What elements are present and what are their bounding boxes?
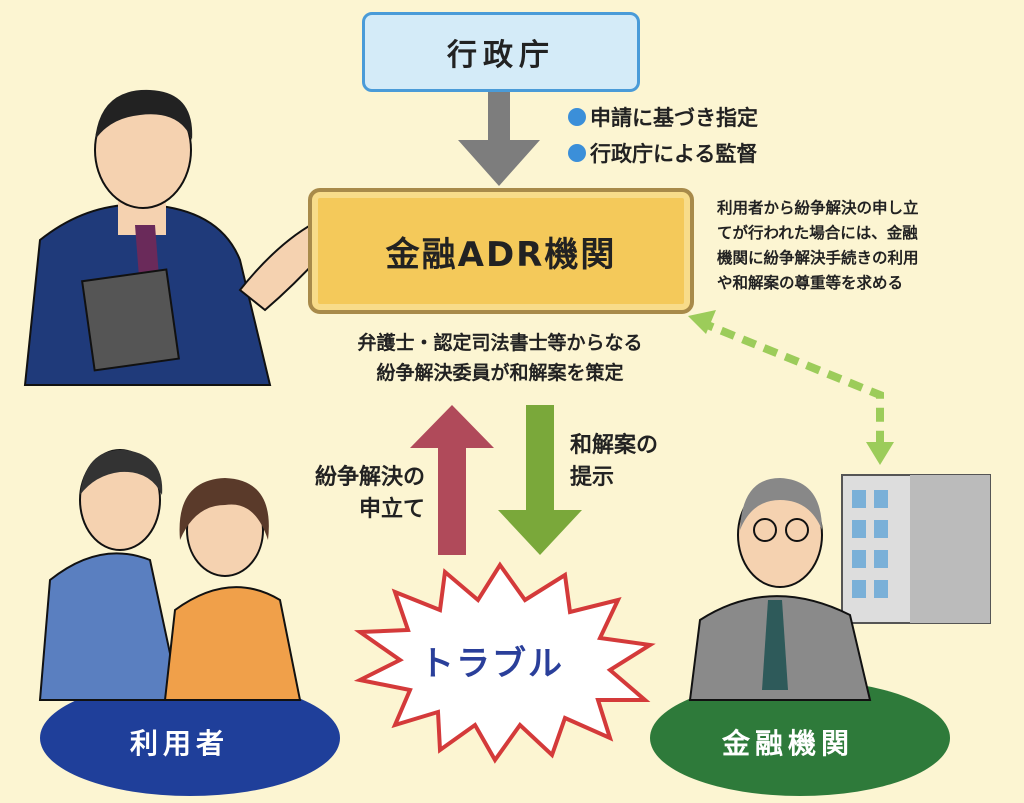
- right-note: 利用者から紛争解決の申し立 てが行われた場合には、金融 機関に紛争解決手続きの利…: [717, 196, 919, 296]
- proposal-label: 和解案の 提示: [570, 430, 658, 494]
- agency-label: 行政庁: [447, 38, 555, 73]
- institution-oval: [650, 680, 950, 796]
- request-cooperation-arrow: [688, 310, 894, 465]
- trouble-label: トラブル: [420, 644, 564, 684]
- trouble-starburst: [353, 561, 656, 764]
- user-label: 利用者: [130, 727, 230, 760]
- note-line: 機関に紛争解決手続きの利用: [717, 249, 919, 267]
- note-line: や和解案の尊重等を求める: [717, 274, 904, 292]
- proposal-arrow: [498, 405, 582, 555]
- label-line: 申立て: [358, 497, 425, 522]
- note-line: 利用者から紛争解決の申し立: [717, 199, 919, 217]
- request-label: 紛争解決の 申立て: [275, 462, 425, 526]
- administrative-agency-box: 行政庁: [362, 12, 640, 92]
- adr-label: 金融ADR機関: [385, 234, 617, 275]
- label-line: 和解案の: [570, 433, 659, 458]
- note-text: 申請に基づき指定: [590, 106, 758, 130]
- bullet-icon: [568, 108, 586, 126]
- label-line: 紛争解決の: [314, 465, 425, 490]
- designation-arrow: [458, 90, 540, 186]
- users-illustration: [38, 449, 302, 701]
- note-text: 行政庁による監督: [590, 142, 758, 166]
- committee-note: 弁護士・認定司法書士等からなる 紛争解決委員が和解案を策定: [300, 328, 700, 388]
- note-line: 紛争解決委員が和解案を策定: [376, 362, 624, 384]
- lawyer-illustration: [23, 89, 337, 386]
- label-line: 提示: [570, 465, 615, 490]
- financial-adr-box: 金融ADR機関: [308, 188, 694, 314]
- user-oval: [40, 680, 340, 796]
- bullet-icon: [568, 144, 586, 162]
- note-line: てが行われた場合には、金融: [717, 224, 918, 242]
- note-line: 弁護士・認定司法書士等からなる: [357, 332, 643, 354]
- institution-label: 金融機関: [722, 727, 855, 760]
- institution-illustration: [688, 474, 991, 701]
- agency-notes: 申請に基づき指定 行政庁による監督: [568, 102, 758, 168]
- agency-note: 申請に基づき指定: [568, 102, 758, 132]
- agency-note: 行政庁による監督: [568, 138, 758, 168]
- request-arrow: [410, 405, 494, 555]
